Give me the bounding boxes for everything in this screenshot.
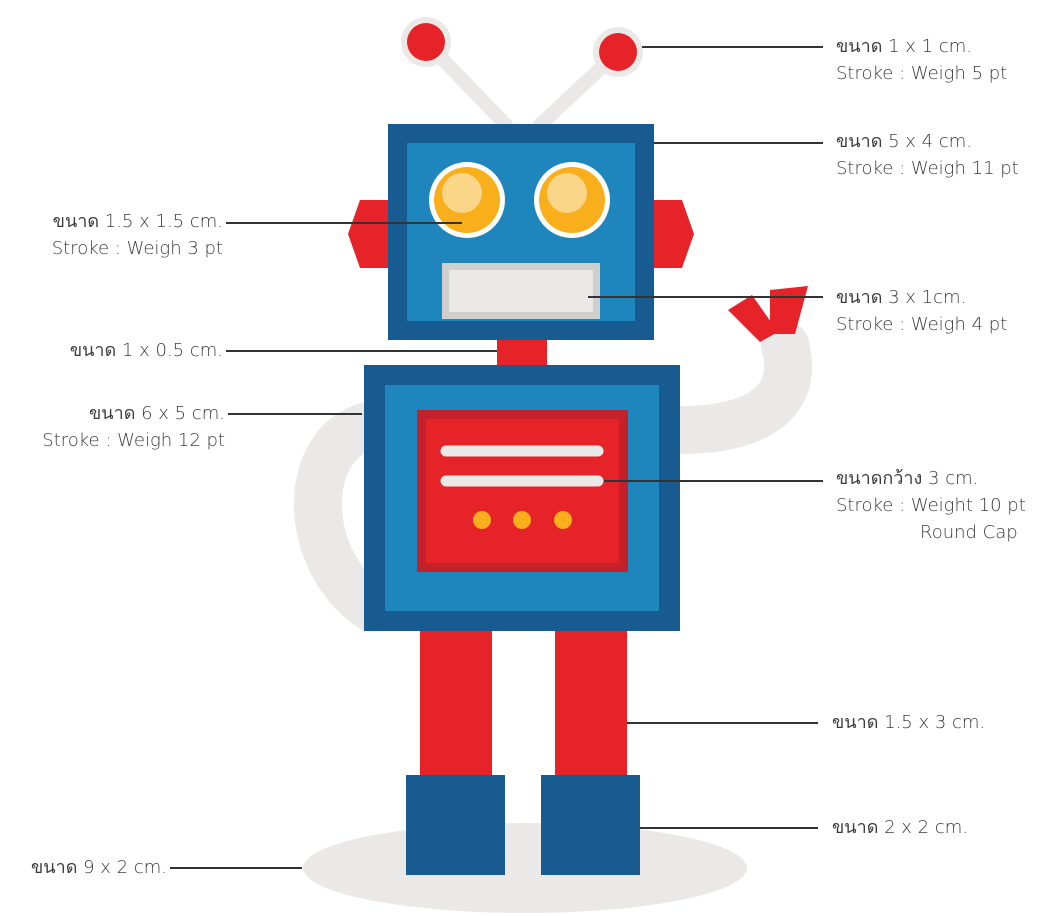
chest-dot-2 (513, 511, 531, 529)
label-antenna: ขนาด 1 x 1 cm. Stroke : Weigh 5 pt (836, 33, 1007, 87)
right-ear (653, 200, 694, 268)
label-foot: ขนาด 2 x 2 cm. (832, 814, 968, 841)
foot-left (406, 775, 505, 875)
foot-right (541, 775, 640, 875)
mouth (442, 263, 600, 319)
label-head: ขนาด 5 x 4 cm. Stroke : Weigh 11 pt (836, 128, 1019, 182)
chest-dot-1 (473, 511, 491, 529)
label-body: ขนาด 6 x 5 cm. Stroke : Weigh 12 pt (42, 400, 225, 454)
label-leg: ขนาด 1.5 x 3 cm. (832, 709, 985, 736)
leg-right (555, 630, 627, 780)
chest-dot-3 (554, 511, 572, 529)
antennas (401, 17, 643, 125)
label-shadow: ขนาด 9 x 2 cm. (31, 854, 167, 881)
floor-shadow (303, 823, 747, 913)
neck (497, 340, 547, 365)
label-neck: ขนาด 1 x 0.5 cm. (70, 337, 223, 364)
label-mouth: ขนาด 3 x 1cm. Stroke : Weigh 4 pt (836, 284, 1007, 338)
label-eye: ขนาด 1.5 x 1.5 cm. Stroke : Weigh 3 pt (52, 208, 223, 262)
label-chest-lines: ขนาดกว้าง 3 cm. Stroke : Weight 10 pt Ro… (836, 465, 1026, 546)
left-arm (318, 425, 372, 608)
left-ear (348, 200, 390, 268)
chest-panel (417, 410, 628, 572)
right-arm (680, 345, 788, 430)
leg-left (420, 630, 492, 780)
